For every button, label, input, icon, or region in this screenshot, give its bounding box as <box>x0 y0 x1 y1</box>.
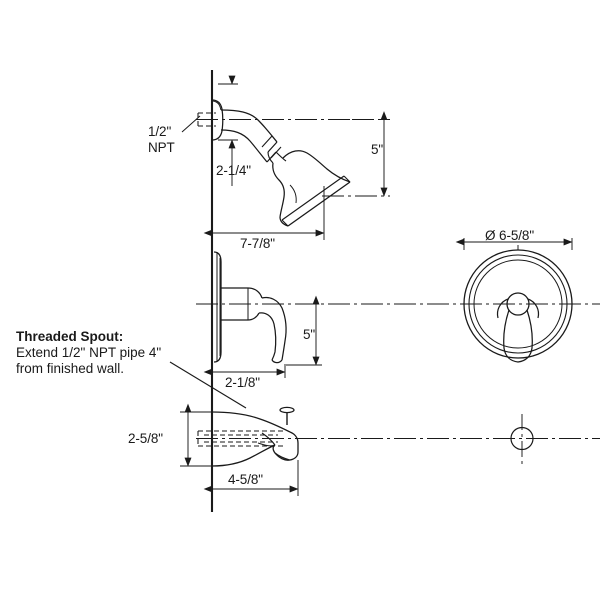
dimension-valve-to-spout <box>286 295 322 366</box>
label-dimension-showerhead-projection: 7-7/8" <box>240 236 275 251</box>
dimension-spout-height <box>180 403 212 467</box>
label-dimension-spout-height: 2-5/8" <box>128 431 163 446</box>
shower-arm <box>220 109 282 163</box>
shower-head <box>267 150 351 227</box>
valve-lever-handle <box>221 287 287 364</box>
leader-npt-callout <box>181 115 201 133</box>
label-dimension-valve-to-spout: 5" <box>303 327 316 342</box>
label-npt-callout-line1: 1/2" <box>148 124 172 139</box>
tub-spout <box>211 411 299 467</box>
note-threaded-spout-line1: Extend 1/2" NPT pipe 4" <box>16 345 162 360</box>
label-dimension-valve-projection: 2-1/8" <box>225 375 260 390</box>
valve-escutcheon <box>213 251 222 363</box>
shower-arm-flange <box>211 99 224 141</box>
leader-threaded-spout-note <box>169 361 247 409</box>
label-dimension-spout-projection: 4-5/8" <box>228 472 263 487</box>
label-npt-callout-line2: NPT <box>148 140 175 155</box>
label-dimension-escutcheon-diameter: Ø 6-5/8" <box>485 228 535 243</box>
note-threaded-spout-line2: from finished wall. <box>16 361 125 376</box>
label-dimension-showerarm-drop: 2-1/4" <box>216 163 251 178</box>
dimension-spout-projection <box>203 460 299 496</box>
valve-front-view <box>463 249 573 363</box>
spout-front-view <box>510 426 534 451</box>
dimension-showerhead-projection <box>203 186 325 240</box>
dimension-valve-projection <box>203 362 286 378</box>
note-threaded-spout-heading: Threaded Spout: <box>16 329 124 344</box>
shower-supply-pipe-hidden <box>197 112 216 127</box>
dimension-showerhead-height <box>322 111 390 197</box>
diverter-knob <box>279 406 295 425</box>
label-dimension-showerhead-height: 5" <box>371 142 384 157</box>
dimension-escutcheon-diameter <box>455 238 573 250</box>
spout-supply-pipe-hidden <box>197 430 284 447</box>
dimension-showerarm-drop <box>218 75 238 186</box>
